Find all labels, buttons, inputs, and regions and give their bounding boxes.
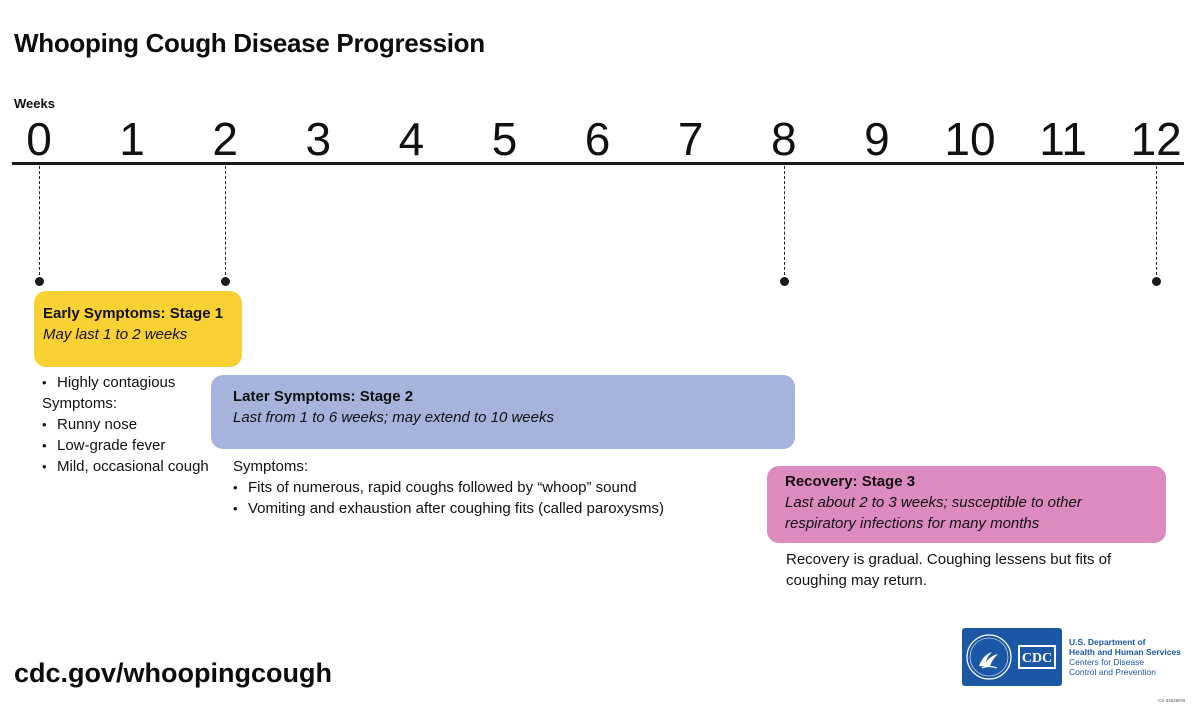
stage-2-details: Symptoms: Fits of numerous, rapid coughs… <box>233 456 664 519</box>
hhs-cdc-badge: CDC <box>962 628 1062 686</box>
week-marker-dashed-line <box>1156 166 1158 280</box>
stage-3-box: Recovery: Stage 3 Last about 2 to 3 week… <box>767 466 1166 543</box>
hhs-eagle-seal-icon: CDC <box>966 634 1056 680</box>
week-tick-label: 8 <box>771 113 797 165</box>
website-url: cdc.gov/whoopingcough <box>14 658 332 688</box>
stage-1-box: Early Symptoms: Stage 1 May last 1 to 2 … <box>34 291 242 367</box>
stage-2-duration: Last from 1 to 6 weeks; may extend to 10… <box>233 409 554 426</box>
stage-1-details: Highly contagious Symptoms: Runny nose L… <box>42 372 209 477</box>
org-line: Health and Human Services <box>1069 647 1181 657</box>
stage-1-symptom: Low-grade fever <box>42 435 209 456</box>
week-tick-label: 2 <box>212 113 238 165</box>
week-tick-label: 5 <box>491 113 518 165</box>
stage-2-symptoms-label: Symptoms: <box>233 458 309 475</box>
week-tick-label: 9 <box>864 113 890 165</box>
week-tick-label: 6 <box>584 113 611 165</box>
hhs-cdc-logo: CDC U.S. Department of Health and Human … <box>962 628 1187 688</box>
week-tick-label: 11 <box>1039 113 1087 165</box>
week-marker-dashed-line <box>39 166 40 280</box>
stage-1-title: Early Symptoms: Stage 1 <box>43 305 224 322</box>
stage-3-details: Recovery is gradual. Coughing lessens bu… <box>786 549 1156 591</box>
week-tick-label: 0 <box>26 113 52 165</box>
week-tick-label: 3 <box>305 113 332 165</box>
week-marker-dashed-line <box>225 166 227 280</box>
stage-1-symptom: Runny nose <box>42 414 209 435</box>
stage-2-symptom: Fits of numerous, rapid coughs followed … <box>233 477 664 498</box>
stage-1-lead-bullet: Highly contagious <box>42 372 209 393</box>
week-marker-dot <box>1152 277 1162 286</box>
org-line: U.S. Department of <box>1069 637 1146 647</box>
week-tick-label: 7 <box>677 113 704 165</box>
week-marker-dot <box>221 277 231 286</box>
week-marker-dashed-line <box>783 166 785 280</box>
weeks-axis-label: Weeks <box>14 96 55 111</box>
document-code: CS-326269-B <box>1158 698 1186 703</box>
cdc-logo-text: CDC <box>1022 651 1052 666</box>
page-title: Whooping Cough Disease Progression <box>14 28 485 58</box>
stage-3-title: Recovery: Stage 3 <box>785 473 916 490</box>
week-marker-dot <box>35 277 44 286</box>
stage-1-symptoms-label: Symptoms: <box>42 395 118 412</box>
stage-2-symptom: Vomiting and exhaustion after coughing f… <box>233 498 664 519</box>
week-tick-label: 1 <box>119 113 145 165</box>
week-tick-label: 4 <box>398 113 425 165</box>
stage-3-detail-line: coughing may return. <box>786 572 927 589</box>
org-line: Centers for Disease <box>1069 657 1145 667</box>
org-line: Control and Prevention <box>1069 667 1156 677</box>
stage-3-duration-cont: respiratory infections for many months <box>785 515 1040 532</box>
org-name-text: U.S. Department of Health and Human Serv… <box>1069 637 1189 677</box>
timeline-axis-line <box>12 162 1184 165</box>
stage-2-box: Later Symptoms: Stage 2 Last from 1 to 6… <box>211 375 795 449</box>
stage-2-title: Later Symptoms: Stage 2 <box>233 388 414 405</box>
week-tick-label: 12 <box>1130 113 1182 165</box>
week-tick-label: 10 <box>944 113 996 165</box>
stage-3-detail-line: Recovery is gradual. Coughing lessens bu… <box>786 551 1112 568</box>
stage-3-duration: Last about 2 to 3 weeks; susceptible to … <box>785 494 1082 511</box>
stage-1-symptom: Mild, occasional cough <box>42 456 209 477</box>
stage-1-duration: May last 1 to 2 weeks <box>43 326 188 343</box>
week-marker-dot <box>779 277 789 286</box>
